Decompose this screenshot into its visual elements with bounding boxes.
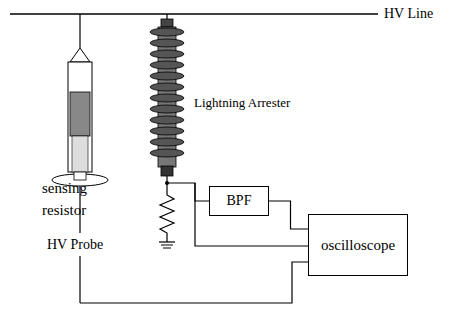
line-label: HV Line	[384, 6, 433, 21]
signal-connector	[269, 201, 308, 229]
lightning-arrester-symbol	[150, 14, 184, 185]
box-text: oscilloscope	[321, 237, 395, 254]
resistor-label: sensing resistor	[42, 178, 106, 222]
arrester-label: Lightning Arrester	[194, 96, 290, 110]
hv-probe-symbol	[52, 14, 108, 303]
resistor-symbol	[159, 183, 175, 248]
box-text: BPF	[227, 193, 252, 209]
probe-label: HV Probe	[47, 237, 103, 252]
hv-line	[10, 13, 378, 15]
filter-box: BPF	[209, 186, 269, 216]
oscilloscope-box: oscilloscope	[308, 214, 408, 276]
signal-wires	[80, 183, 308, 303]
